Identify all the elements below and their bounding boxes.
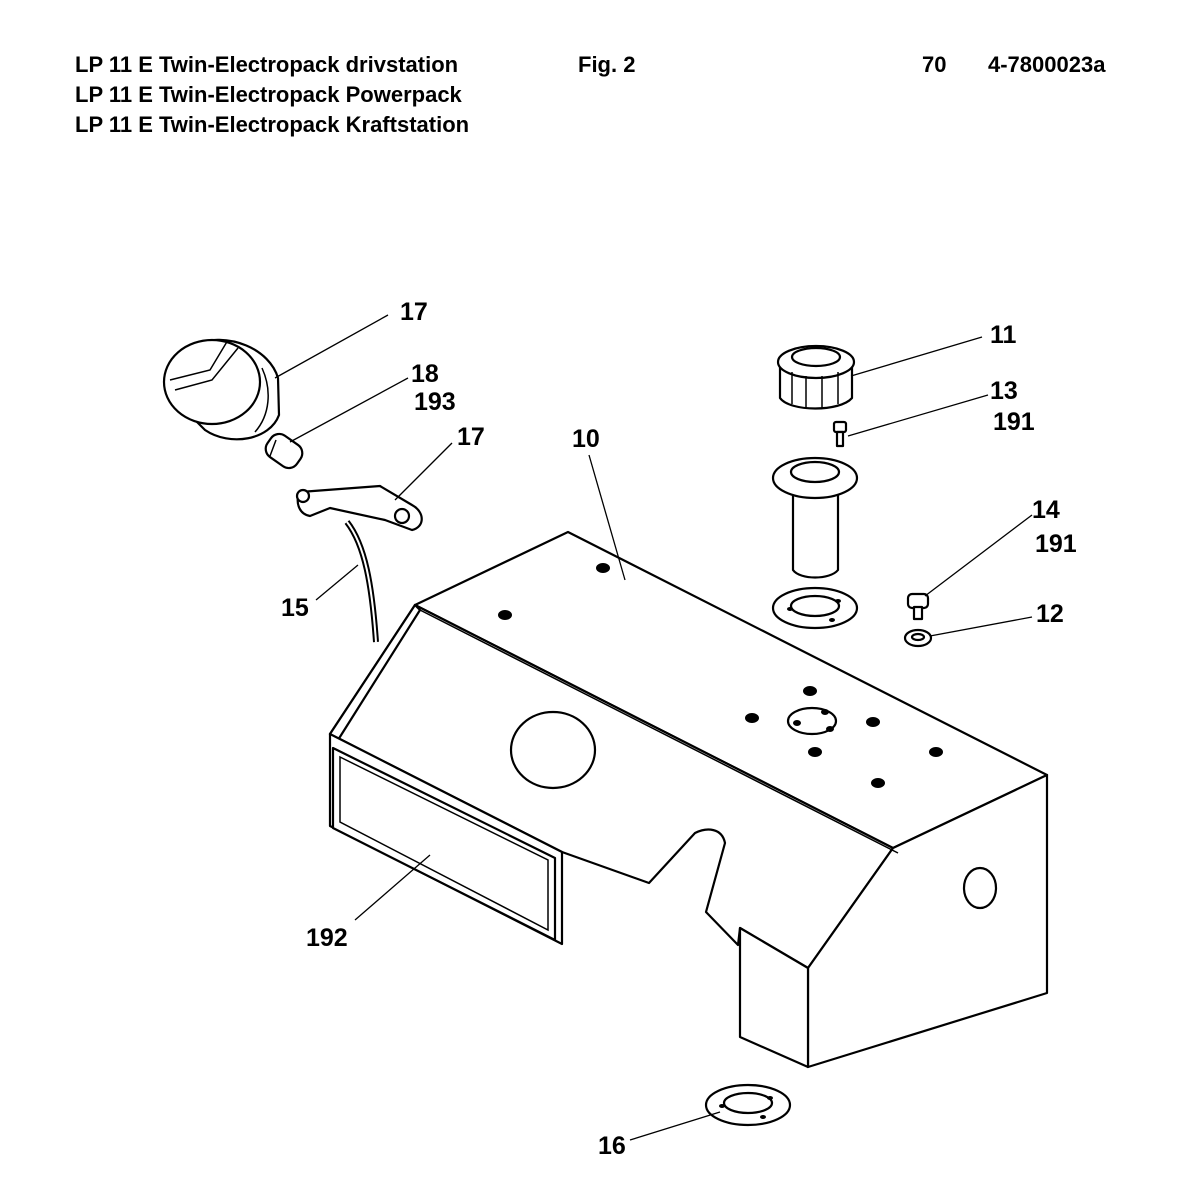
callout-plug-alt: 193	[414, 388, 456, 416]
bolt	[906, 592, 930, 621]
flange-ring	[771, 586, 859, 630]
sight-gauge	[162, 338, 281, 441]
page-number: 70	[922, 52, 947, 77]
callout-cap: 11	[990, 321, 1017, 349]
callout-washer: 12	[1036, 600, 1064, 628]
callout-screw: 13	[990, 377, 1018, 405]
leader-lines	[274, 314, 1033, 1141]
gasket	[704, 1083, 792, 1127]
screw	[832, 420, 848, 448]
hose-inner	[346, 521, 377, 643]
tank-lower-face	[738, 926, 810, 1069]
title-line-3: LP 11 E Twin-Electropack Kraftstation	[75, 112, 470, 137]
plug	[264, 432, 304, 470]
figure-label: Fig. 2	[578, 52, 636, 77]
callout-bolt-alt: 191	[1035, 530, 1077, 558]
callout-hose: 15	[281, 594, 309, 622]
callouts: 17 18 193 17 10 11 13 191 14 191 12 15 1…	[281, 298, 1077, 1160]
tank-right-face	[806, 773, 1049, 1069]
callout-tank: 10	[572, 425, 600, 453]
end-opening	[962, 866, 998, 910]
document-number: 4-7800023a	[988, 52, 1106, 77]
filler-cap	[776, 344, 856, 410]
title-line-2: LP 11 E Twin-Electropack Powerpack	[75, 82, 462, 107]
hose	[344, 520, 379, 643]
callout-plug: 18	[411, 360, 439, 388]
callout-bolt: 14	[1032, 496, 1060, 524]
washer	[903, 628, 933, 648]
callout-bracket: 17	[457, 423, 485, 451]
filler-neck	[771, 456, 859, 579]
title-line-1: LP 11 E Twin-Electropack drivstation	[75, 52, 459, 77]
bracket	[295, 484, 423, 532]
callout-gauge: 17	[400, 298, 428, 326]
callout-gasket: 16	[598, 1132, 626, 1160]
side-opening	[509, 710, 597, 790]
callout-screw-alt: 191	[993, 408, 1035, 436]
callout-label: 192	[306, 924, 348, 952]
label-panel	[331, 746, 557, 942]
